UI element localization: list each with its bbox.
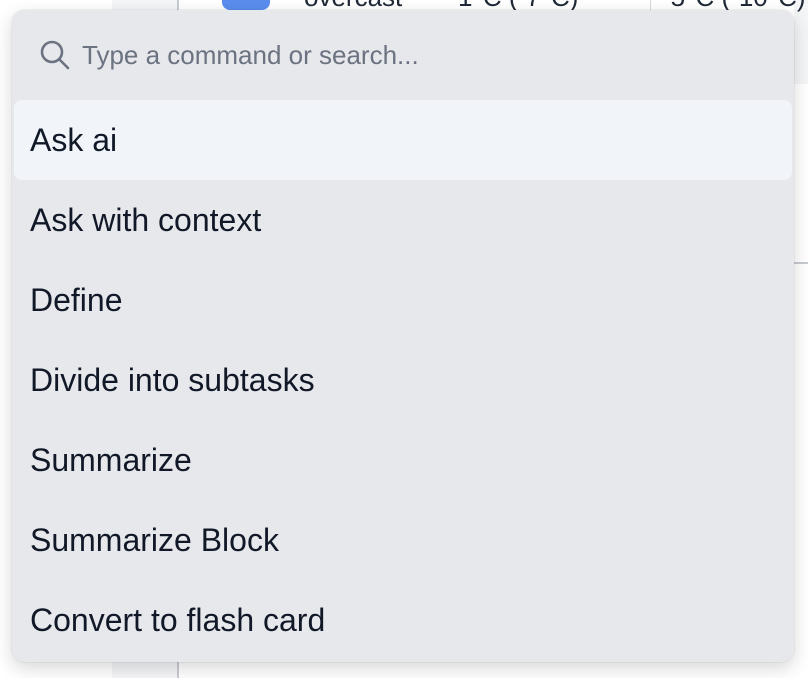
command-item-divide-into-subtasks[interactable]: Divide into subtasks (30, 361, 315, 398)
weather-temperature-secondary: -5°C (-10°C) (662, 0, 806, 12)
background-right-panel (794, 0, 808, 84)
search-row (12, 10, 794, 100)
command-list: Ask ai Ask with context Define Divide in… (14, 100, 792, 660)
command-item-convert-to-flash-card[interactable]: Convert to flash card (30, 601, 326, 638)
cloud-icon (222, 0, 270, 10)
weather-temperature: 1°C (-7°C) (458, 0, 578, 12)
command-item-summarize[interactable]: Summarize (30, 441, 192, 478)
search-input[interactable] (82, 34, 762, 76)
command-item-define[interactable]: Define (30, 281, 123, 318)
weather-condition: overcast (304, 0, 402, 12)
command-item-ask-ai[interactable]: Ask ai (14, 100, 792, 180)
search-icon (40, 40, 70, 70)
command-palette: Ask ai Ask with context Define Divide in… (12, 10, 794, 662)
command-item-ask-with-context[interactable]: Ask with context (30, 201, 262, 238)
command-item-summarize-block[interactable]: Summarize Block (30, 521, 279, 558)
background-row-divider (794, 262, 808, 264)
